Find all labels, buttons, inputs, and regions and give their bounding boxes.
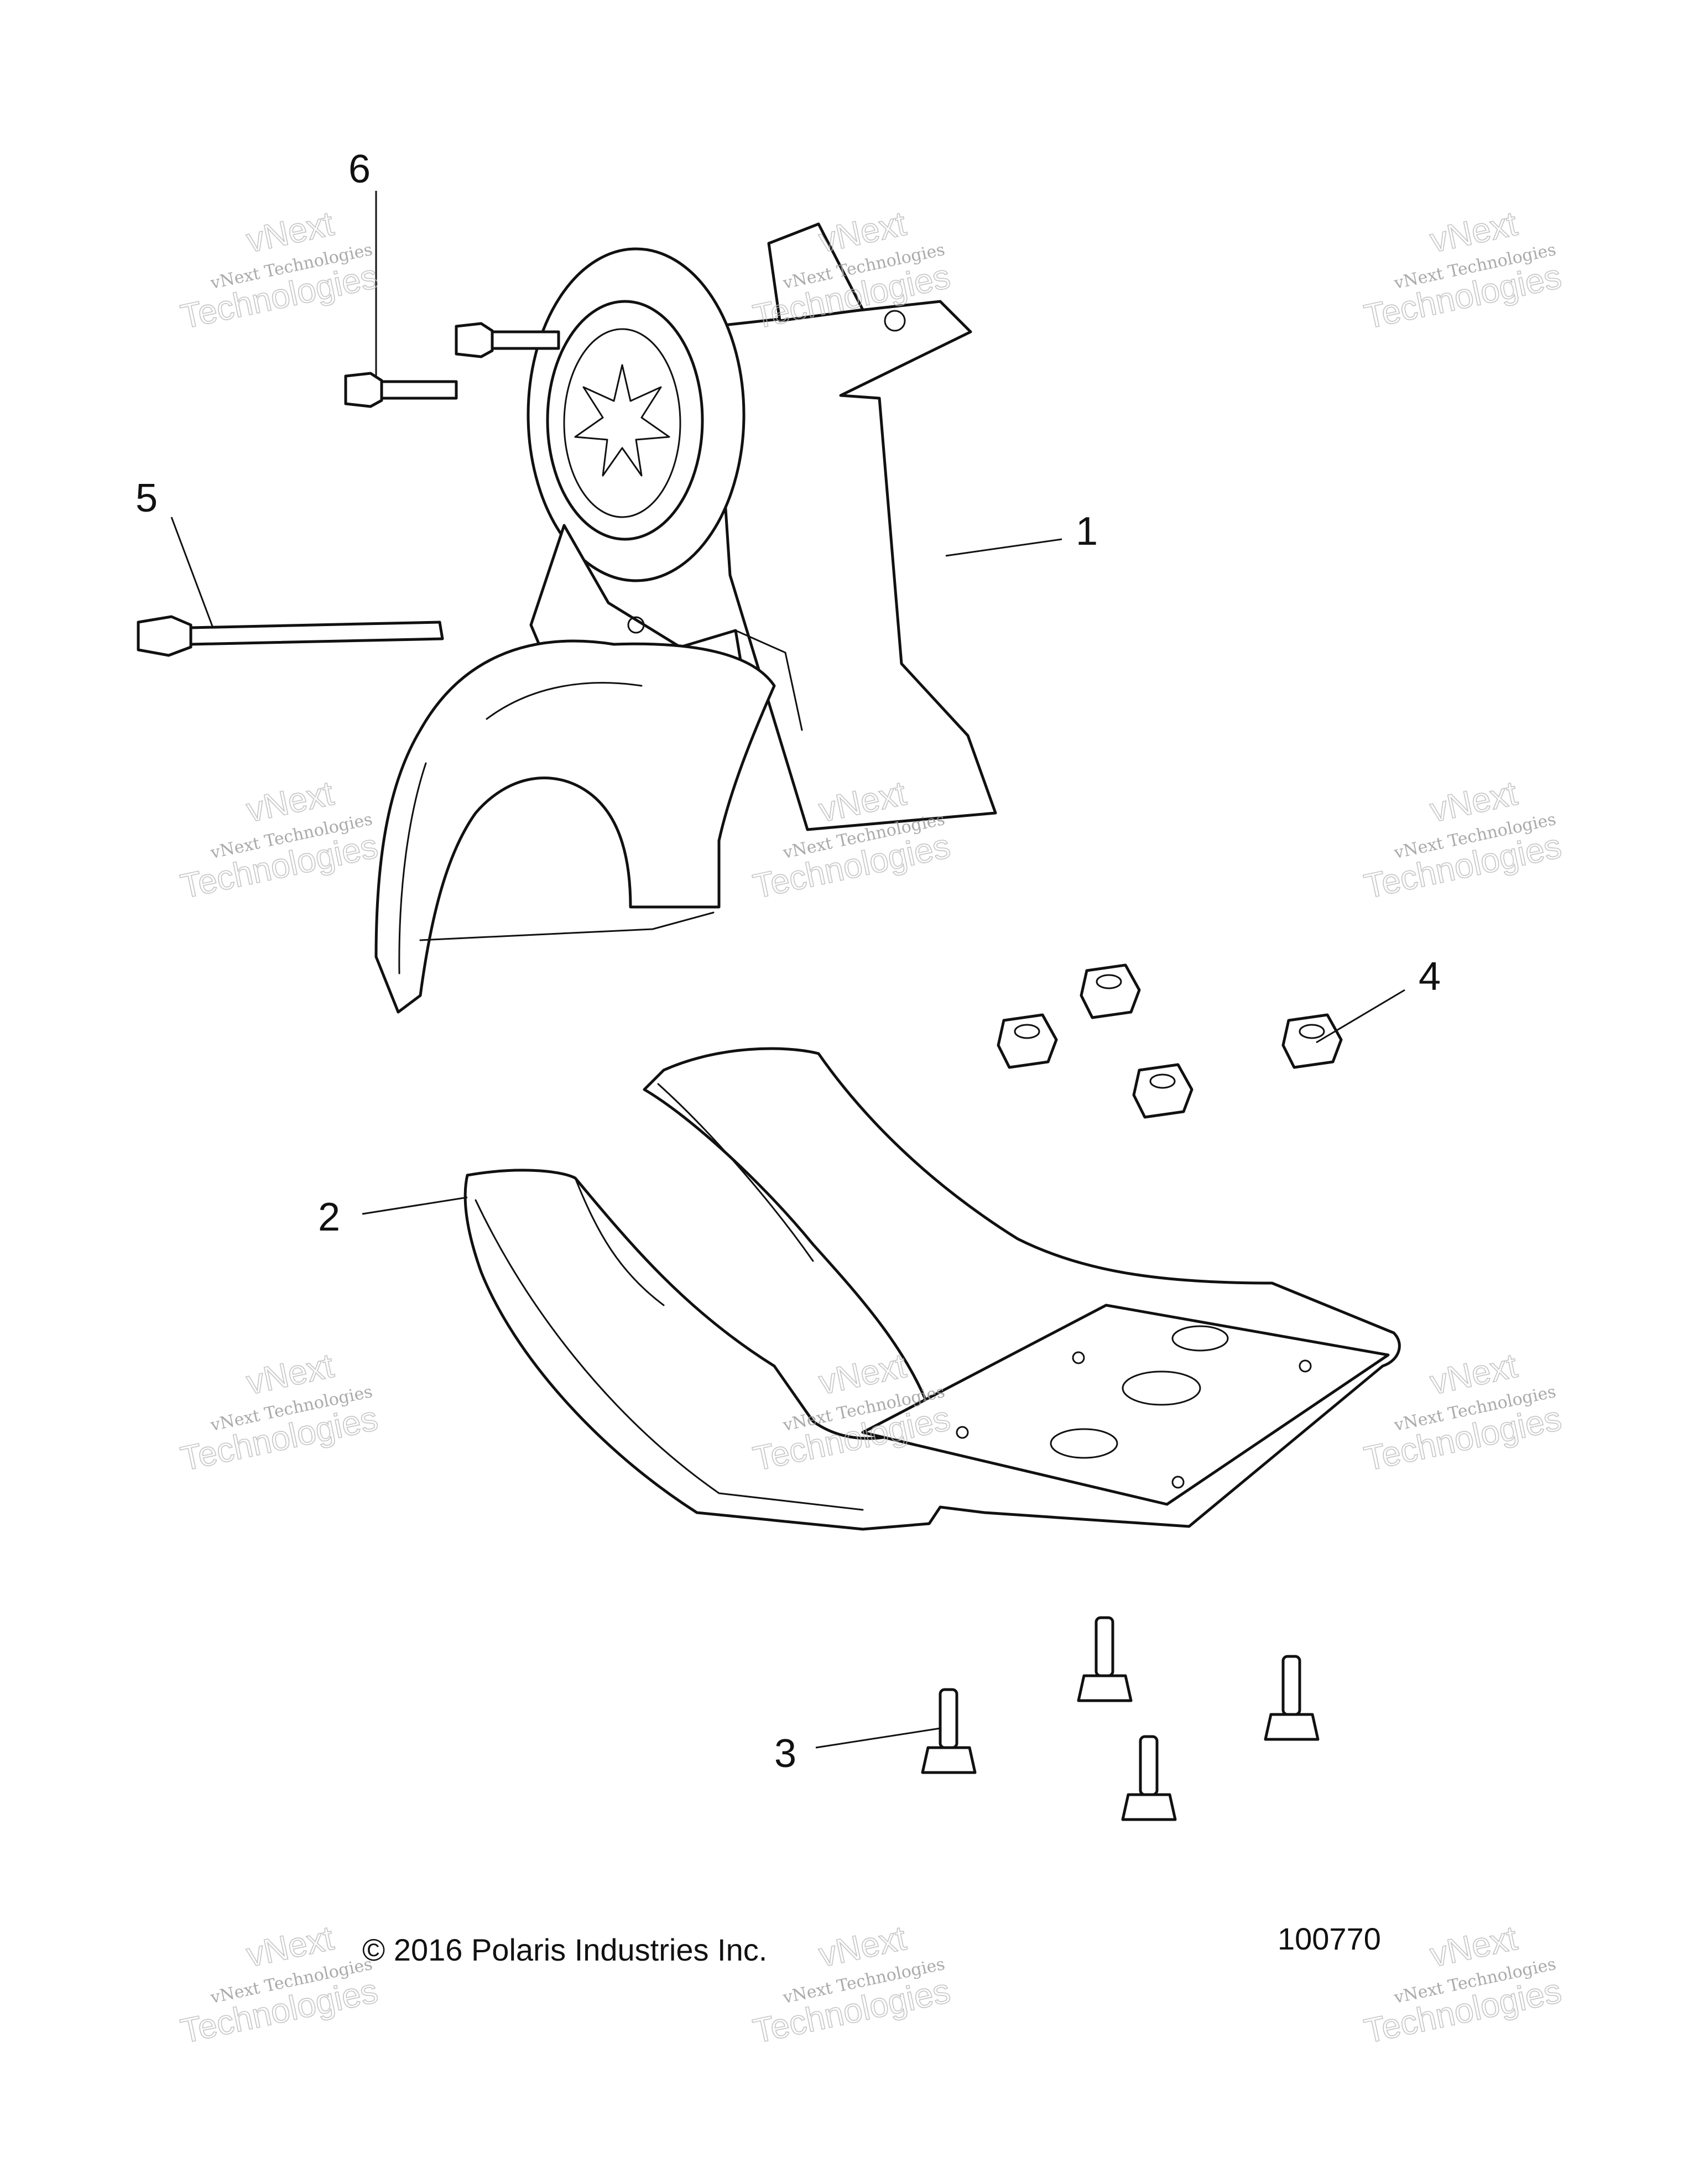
watermark: vNext vNext Technologies Technologies (177, 1346, 382, 1479)
nut-icon (1132, 1063, 1194, 1119)
part-1-upper-guard (374, 222, 997, 1014)
part-4-nuts (997, 963, 1343, 1119)
bolt-icon (1264, 1655, 1320, 1741)
callout-3: 3 (774, 1732, 796, 1776)
nut-icon (997, 1013, 1058, 1069)
watermark: vNext vNext Technologies Technologies (1361, 204, 1565, 337)
nut-icon (1281, 1013, 1343, 1069)
part-2-skid-plate (463, 1047, 1401, 1531)
watermark: vNext vNext Technologies Technologies (177, 204, 382, 337)
diagram-number: 100770 (1278, 1921, 1381, 1956)
polaris-star-icon (574, 364, 670, 477)
watermark: vNext vNext Technologies Technologies (177, 774, 382, 906)
part-3-bolts (921, 1616, 1320, 1821)
bolt-icon (1121, 1735, 1177, 1821)
bolt-icon (921, 1688, 977, 1774)
bolt-icon (344, 372, 458, 408)
callout-2: 2 (318, 1195, 340, 1239)
copyright-text: © 2016 Polaris Industries Inc. (362, 1932, 767, 1967)
callout-5: 5 (135, 476, 158, 520)
leader-lines (170, 191, 1405, 1749)
bolt-icon (455, 322, 560, 358)
callout-1: 1 (1076, 509, 1098, 554)
watermark: vNext vNext Technologies Technologies (177, 1919, 382, 2051)
watermark: vNext vNext Technologies Technologies (749, 1919, 954, 2051)
watermark: vNext vNext Technologies Technologies (1361, 774, 1565, 906)
callout-4: 4 (1419, 955, 1441, 999)
nut-icon (1080, 963, 1141, 1019)
callout-6: 6 (348, 147, 371, 191)
part-6-bolts (344, 322, 560, 408)
bolt-icon (1077, 1616, 1133, 1702)
part-5-long-bolt (137, 615, 444, 657)
